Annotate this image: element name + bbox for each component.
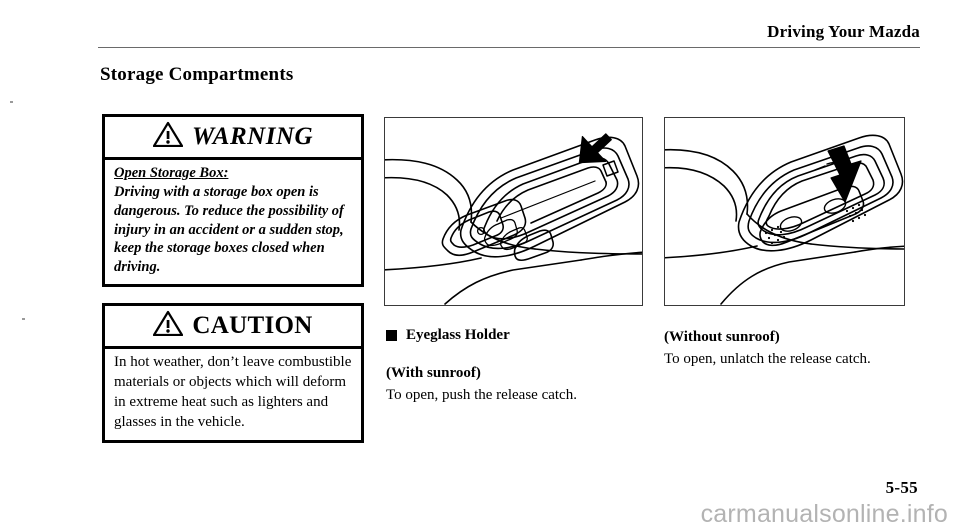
caution-box-body: In hot weather, don’t leave combustible … xyxy=(114,354,352,430)
figure-eyeglass-holder-with-sunroof xyxy=(384,117,643,306)
caution-label: CAUTION xyxy=(192,312,313,339)
page-number: 5-55 xyxy=(885,478,918,497)
with-sunroof-label: (With sunroof) xyxy=(386,365,481,381)
square-bullet-icon xyxy=(386,330,397,341)
without-sunroof-text: To open, unlatch the release catch. xyxy=(664,350,871,367)
warning-triangle-icon xyxy=(152,121,184,152)
eyeglass-holder-label: Eyeglass Holder xyxy=(406,327,510,343)
warning-triangle-icon xyxy=(153,310,184,341)
warning-box: WARNING Open Storage Box: Driving with a… xyxy=(102,114,364,288)
unlatch-arrow xyxy=(827,145,862,203)
caution-box: CAUTION In hot weather, don’t leave comb… xyxy=(102,303,364,443)
console-without-sunroof-illustration xyxy=(665,134,904,305)
console-with-sunroof-illustration xyxy=(385,133,642,305)
figure-eyeglass-holder-without-sunroof xyxy=(664,117,905,306)
press-arrow xyxy=(578,133,612,164)
eyeglass-holder-heading: Eyeglass Holder xyxy=(386,327,510,344)
with-sunroof-instructions: (With sunroof) To open, push the release… xyxy=(386,363,636,407)
caution-box-header: CAUTION xyxy=(105,306,361,349)
warning-box-header: WARNING xyxy=(105,117,361,160)
with-sunroof-text: To open, push the release catch. xyxy=(386,386,577,403)
header-divider-rule xyxy=(98,47,920,48)
grille-dots xyxy=(764,225,786,245)
watermark: carmanualsonline.info xyxy=(700,500,948,528)
warning-label: WARNING xyxy=(191,123,314,150)
warning-text: Driving with a storage box open is dange… xyxy=(114,183,344,276)
grille-dots xyxy=(845,203,867,223)
page-title: Storage Compartments xyxy=(100,64,294,85)
scan-speckle xyxy=(22,318,25,320)
warning-box-body: Open Storage Box: Driving with a storage… xyxy=(105,160,361,284)
without-sunroof-instructions: (Without sunroof) To open, unlatch the r… xyxy=(664,327,914,371)
page-header-title: Driving Your Mazda xyxy=(767,22,920,41)
warning-subtitle: Open Storage Box: xyxy=(114,165,229,181)
scan-speckle xyxy=(10,101,13,103)
without-sunroof-label: (Without sunroof) xyxy=(664,329,780,345)
